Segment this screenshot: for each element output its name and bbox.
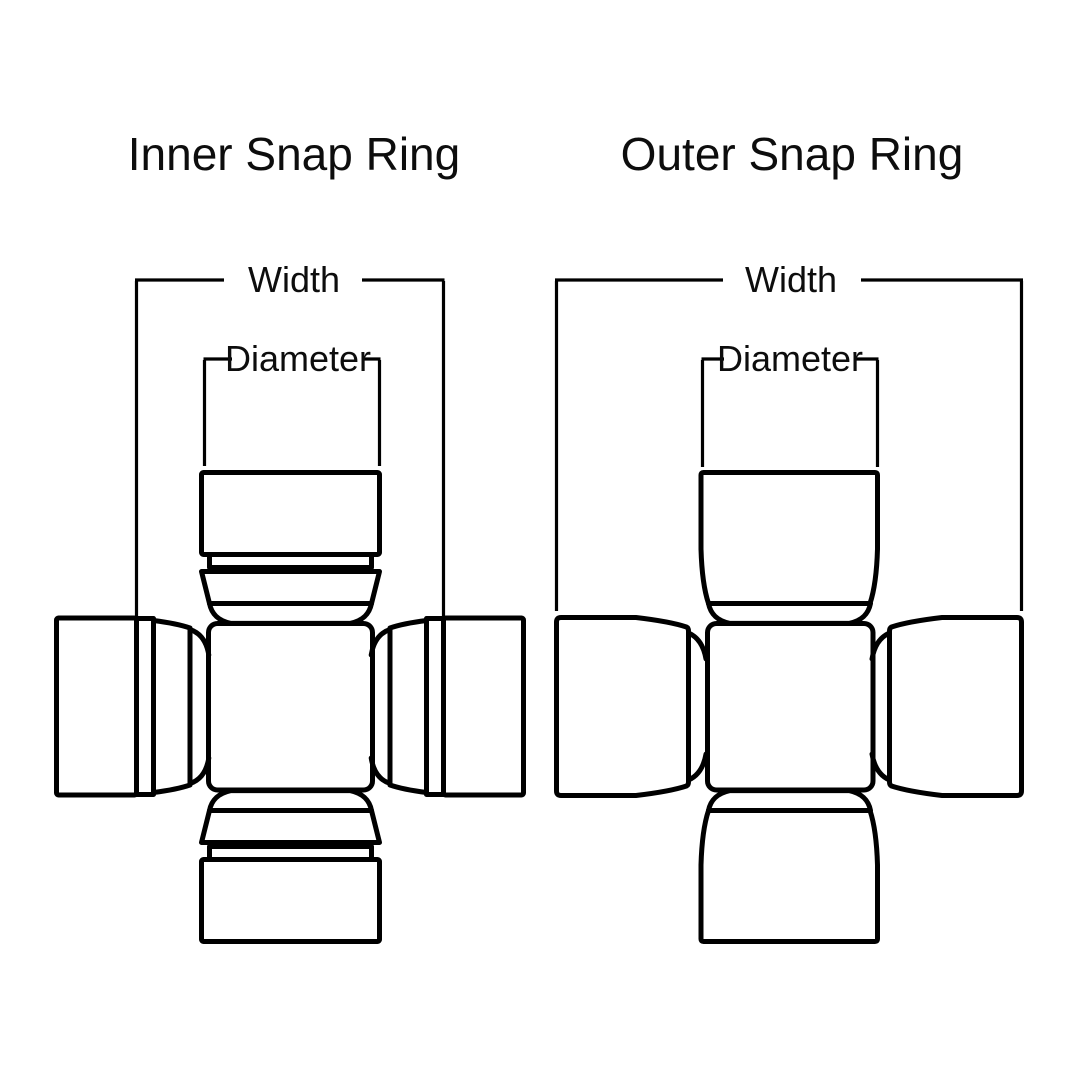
outer-diameter-label: Diameter xyxy=(716,338,864,379)
inner-width-label: Width xyxy=(247,259,341,300)
outer-left-bearing-cap xyxy=(554,615,709,798)
inner-top-bearing-cap xyxy=(199,470,382,626)
inner-dimension-lines xyxy=(134,278,446,617)
inner-diameter-label: Diameter xyxy=(224,338,372,379)
outer-top-bearing-cap xyxy=(698,470,880,626)
outer-right-bearing-cap xyxy=(872,618,1022,796)
inner-right-bearing-cap xyxy=(371,618,523,795)
inner-snap-ring-diagram xyxy=(54,278,524,942)
inner-bottom-bearing-cap xyxy=(202,791,380,942)
inner-left-bearing-cap xyxy=(54,615,212,798)
outer-width-label: Width xyxy=(744,259,838,300)
outer-diagram-title: Outer Snap Ring xyxy=(620,128,964,180)
inner-cross-body xyxy=(206,621,375,793)
outer-diameter-bracket xyxy=(700,357,880,467)
outer-width-bracket xyxy=(554,278,1024,611)
outer-dimension-lines xyxy=(554,278,1024,611)
outer-snap-ring-diagram xyxy=(554,278,1024,942)
inner-diagram-title: Inner Snap Ring xyxy=(127,128,461,180)
inner-diameter-bracket xyxy=(202,357,382,466)
outer-bottom-bearing-cap xyxy=(701,791,878,942)
outer-cross-body xyxy=(705,621,876,793)
inner-width-bracket xyxy=(134,278,446,617)
